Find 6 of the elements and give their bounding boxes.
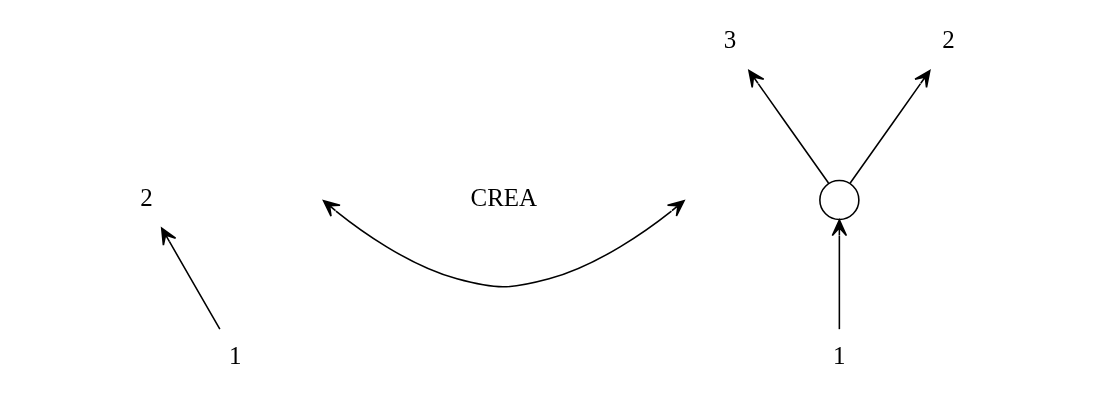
node-text: 2 xyxy=(140,183,153,211)
node-text: 2 xyxy=(942,26,955,54)
node-text: 3 xyxy=(723,26,737,54)
node-text: 1 xyxy=(833,341,846,369)
label: CREA xyxy=(470,183,538,211)
node-text: 1 xyxy=(229,341,242,369)
